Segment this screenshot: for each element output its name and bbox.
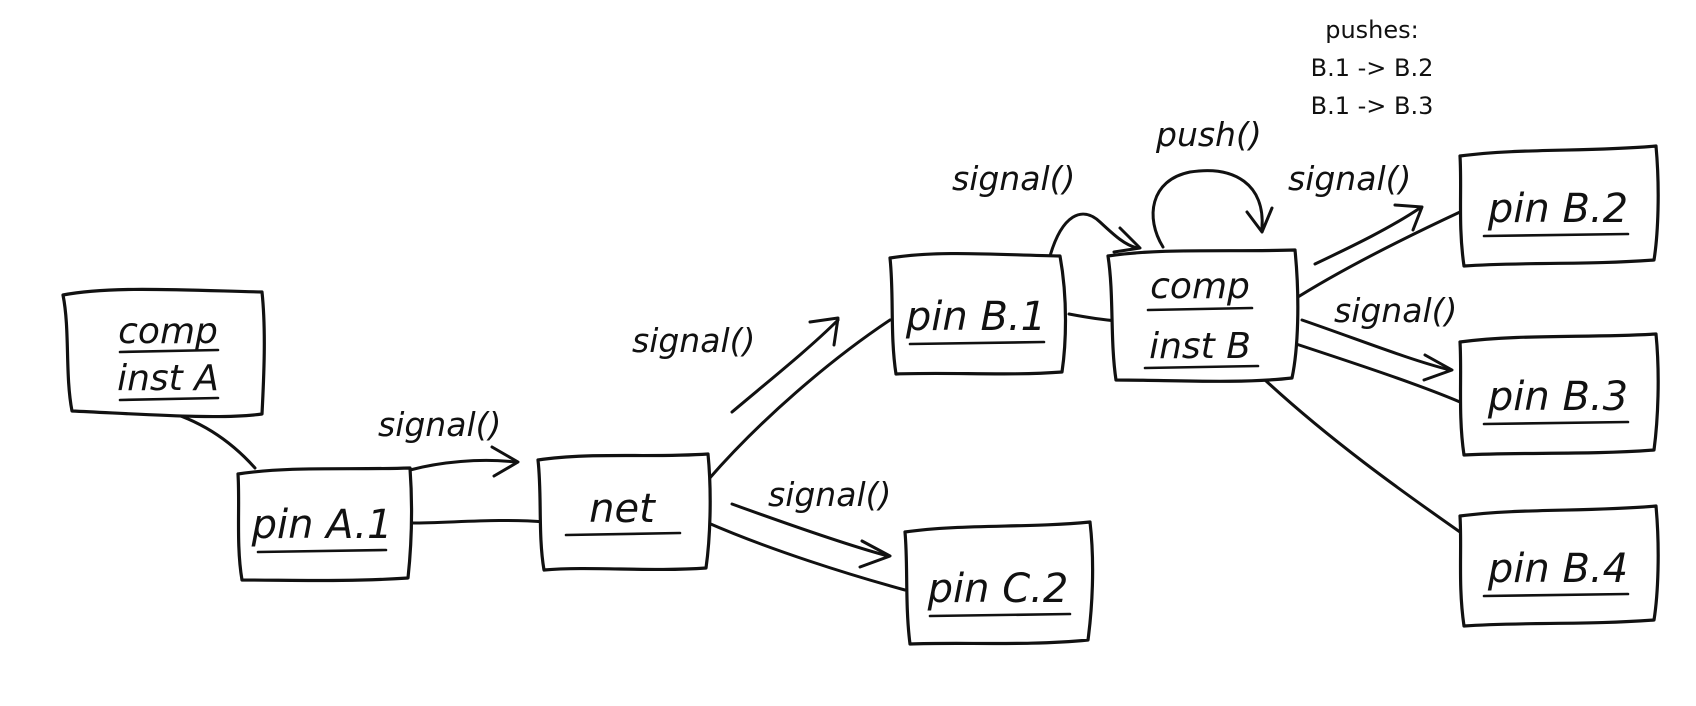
node-pin-c2: pin C.2 xyxy=(903,520,1095,646)
node-pin-b3: pin B.3 xyxy=(1458,332,1660,457)
arrow-compb-to-b3 xyxy=(1300,318,1454,382)
msg-net-to-b1: signal() xyxy=(632,321,755,360)
connectors xyxy=(160,210,1462,592)
msg-b1-to-compb: signal() xyxy=(952,159,1075,198)
connector-net-b1 xyxy=(706,318,892,482)
comp-inst-a-line1: comp xyxy=(118,311,218,352)
msg-net-to-c2: signal() xyxy=(768,475,891,514)
connector-compb-b3 xyxy=(1288,340,1462,404)
node-pin-b2: pin B.2 xyxy=(1458,144,1660,268)
pin-b4-label: pin B.4 xyxy=(1487,546,1628,592)
msg-compb-self: push() xyxy=(1155,115,1262,154)
pin-b2-label: pin B.2 xyxy=(1487,186,1628,232)
connector-net-c2 xyxy=(704,520,907,592)
arrow-compb-self xyxy=(1151,169,1274,249)
message-arrows xyxy=(408,169,1454,569)
net-label: net xyxy=(589,486,656,532)
arrow-net-to-b1 xyxy=(730,316,840,414)
arrow-a1-to-net xyxy=(408,445,520,478)
node-pin-b1: pin B.1 xyxy=(888,251,1068,376)
node-pin-b4: pin B.4 xyxy=(1458,504,1660,628)
node-comp-inst-b: comp inst B xyxy=(1106,248,1300,383)
connector-compa-a1 xyxy=(160,408,257,470)
comp-inst-a-line2: inst A xyxy=(117,358,219,399)
connector-compb-b4 xyxy=(1263,378,1462,534)
connector-a1-net xyxy=(410,518,547,525)
comp-inst-b-line2: inst B xyxy=(1149,326,1251,367)
msg-compb-to-b2: signal() xyxy=(1288,159,1411,198)
pin-b1-label: pin B.1 xyxy=(905,294,1046,340)
node-net: net xyxy=(536,452,712,572)
arrow-compb-to-b2 xyxy=(1313,203,1424,266)
arrow-net-to-c2 xyxy=(730,502,892,569)
comp-inst-b-line1: comp xyxy=(1150,266,1250,307)
pin-c2-label: pin C.2 xyxy=(927,566,1069,612)
msg-a1-to-net: signal() xyxy=(378,405,501,444)
arrow-b1-to-compb xyxy=(1048,212,1142,258)
msg-compb-to-b3: signal() xyxy=(1334,291,1457,330)
pushes-note-line: B.1 -> B.2 xyxy=(1311,54,1434,82)
pin-a1-label: pin A.1 xyxy=(251,502,393,548)
pin-b3-label: pin B.3 xyxy=(1487,374,1628,420)
pushes-note-title: pushes: xyxy=(1325,16,1419,44)
pushes-note-line: B.1 -> B.3 xyxy=(1311,92,1434,120)
connector-compb-b2 xyxy=(1288,210,1462,304)
pushes-note: pushes: B.1 -> B.2 B.1 -> B.3 xyxy=(1311,16,1434,120)
message-labels: signal() signal() signal() signal() push… xyxy=(378,115,1457,514)
node-pin-a1: pin A.1 xyxy=(236,466,414,583)
node-comp-inst-a: comp inst A xyxy=(61,287,266,419)
